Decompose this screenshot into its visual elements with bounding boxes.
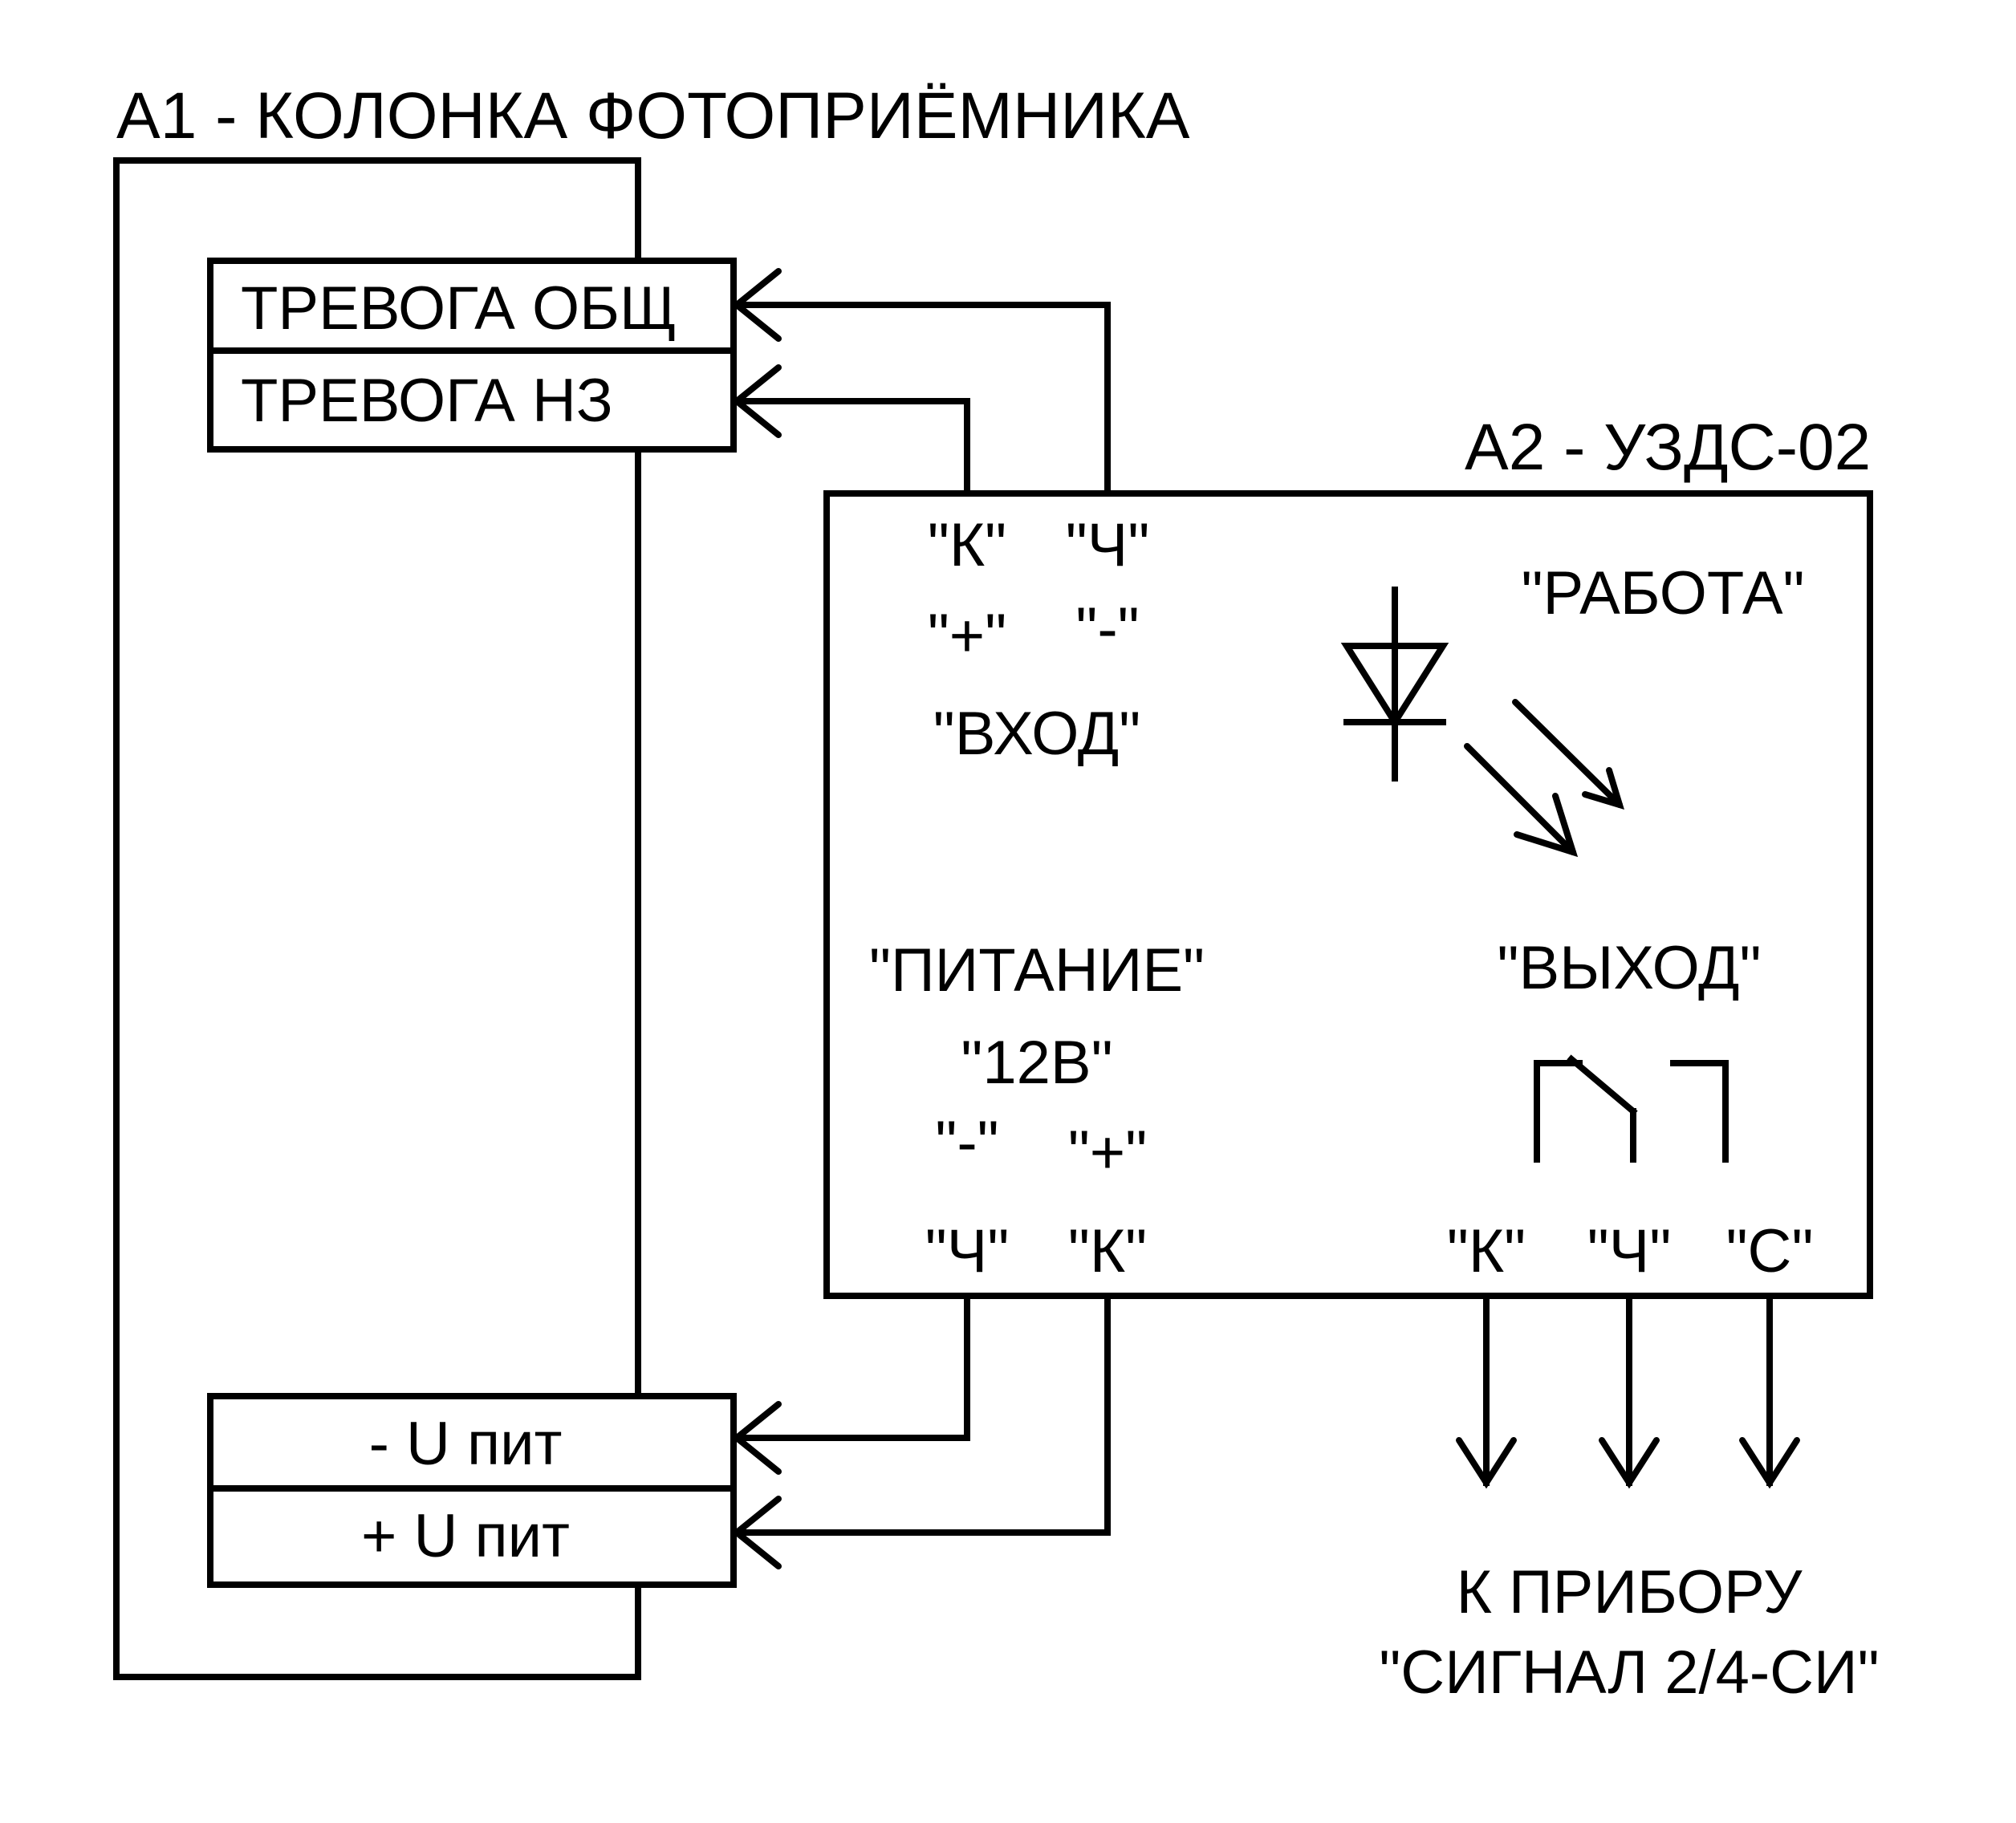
power-polarity-plus: "+"	[1068, 1119, 1147, 1187]
output-label: "ВЫХОД"	[1497, 934, 1761, 1002]
wire-power-k-to-plus-supply	[734, 1293, 1111, 1536]
arrow-head-left	[731, 268, 782, 342]
power-pin-ch: "Ч"	[925, 1217, 1010, 1285]
power-label: "ПИТАНИЕ"	[869, 936, 1205, 1005]
input-polarity-plus: "+"	[928, 602, 1006, 670]
wire-input-k-to-alarm-nc	[734, 398, 970, 497]
a1-title: А1 - КОЛОНКА ФОТОПРИЁМНИКА	[116, 79, 1190, 152]
terminal-plus-supply: + U пит	[361, 1502, 570, 1570]
relay-contact-icon	[1534, 1054, 1729, 1163]
a1-photoreceiver-column: А1 - КОЛОНКА ФОТОПРИЁМНИКА ТРЕВОГА ОБЩ Т…	[113, 79, 1190, 1680]
wire-input-ch-to-alarm-common	[734, 302, 1111, 497]
work-label: "РАБОТА"	[1522, 559, 1805, 627]
a1-frame-top	[113, 157, 641, 1680]
a2-box	[823, 490, 1873, 1299]
destination-line-2: "СИГНАЛ 2/4-СИ"	[1379, 1638, 1879, 1707]
terminal-minus-supply: - U пит	[369, 1410, 563, 1478]
output-pin-ch: "Ч"	[1587, 1217, 1672, 1285]
input-pin-ch: "Ч"	[1066, 511, 1150, 579]
arrow-head-left	[731, 1496, 782, 1569]
input-polarity-minus: "-"	[1075, 595, 1139, 664]
led-icon	[1340, 587, 1624, 858]
power-polarity-minus: "-"	[935, 1109, 998, 1177]
input-pin-k: "К"	[928, 511, 1006, 579]
output-pin-k: "К"	[1447, 1217, 1526, 1285]
input-label: "ВХОД"	[933, 700, 1140, 768]
destination-line-1: К ПРИБОРУ	[1457, 1558, 1803, 1626]
arrow-head-down	[1456, 1437, 1517, 1489]
a2-title: А2 - УЗДС-02	[1465, 411, 1871, 484]
arrow-head-left	[731, 364, 782, 438]
arrow-head-down	[1599, 1437, 1660, 1489]
a2-module: А2 - УЗДС-02 "К" "Ч" "+" "-" "ВХОД" "РАБ…	[823, 411, 1873, 1299]
output-pin-c: "С"	[1726, 1217, 1814, 1285]
power-pin-k: "К"	[1068, 1217, 1147, 1285]
terminal-alarm-common: ТРЕВОГА ОБЩ	[241, 274, 677, 343]
wiring	[731, 268, 1800, 1569]
arrow-head-down	[1739, 1437, 1800, 1489]
power-voltage: "12В"	[961, 1029, 1112, 1097]
wire-power-ch-to-minus-supply	[734, 1293, 970, 1441]
alarm-terminal-block	[207, 258, 737, 453]
destination: К ПРИБОРУ "СИГНАЛ 2/4-СИ"	[1379, 1558, 1879, 1707]
terminal-alarm-nc: ТРЕВОГА НЗ	[241, 367, 613, 435]
arrow-head-left	[731, 1401, 782, 1475]
